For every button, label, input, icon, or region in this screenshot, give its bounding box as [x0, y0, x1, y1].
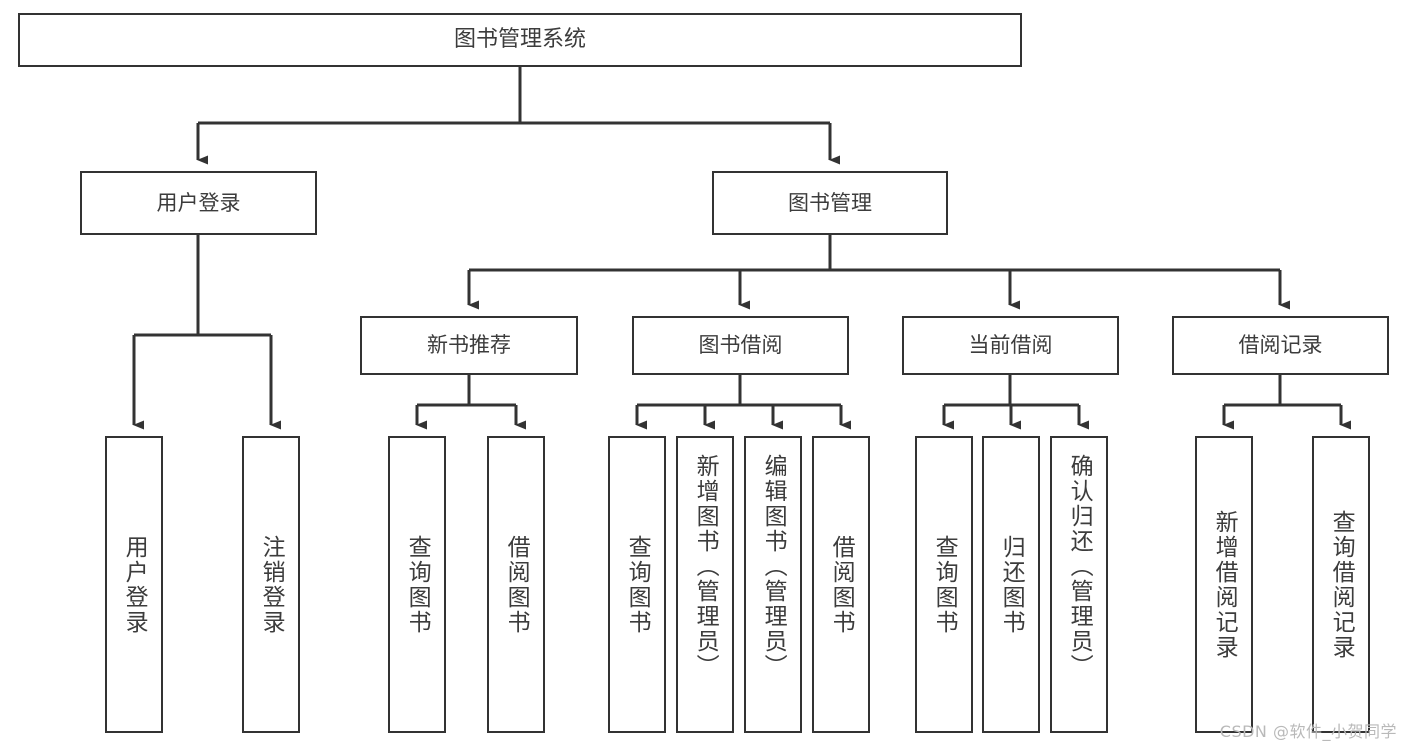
node-new-book-rec[interactable]: 新书推荐: [360, 316, 578, 375]
node-user-login-label: 用户登录: [156, 190, 241, 215]
node-leaf-logout-label: 注销登录: [258, 534, 285, 635]
node-book-manage-label: 图书管理: [788, 190, 872, 215]
node-leaf-edit-book-label: 编辑图书（管理员）: [760, 454, 787, 679]
node-leaf-query-book-3[interactable]: 查询图书: [915, 436, 973, 733]
node-leaf-borrow-book-1-label: 借阅图书: [503, 534, 530, 635]
node-leaf-query-book-1-label: 查询图书: [404, 534, 431, 635]
node-new-book-rec-label: 新书推荐: [427, 333, 511, 358]
node-leaf-borrow-book-2[interactable]: 借阅图书: [812, 436, 870, 733]
node-borrow-record-label: 借阅记录: [1238, 333, 1323, 358]
node-leaf-return-book-label: 归还图书: [998, 534, 1025, 635]
node-leaf-confirm-return-label: 确认归还（管理员）: [1066, 454, 1093, 679]
node-book-borrow[interactable]: 图书借阅: [632, 316, 849, 375]
node-leaf-return-book[interactable]: 归还图书: [982, 436, 1040, 733]
node-book-borrow-label: 图书借阅: [698, 333, 783, 358]
node-current-borrow-label: 当前借阅: [968, 333, 1053, 358]
node-leaf-user-login[interactable]: 用户登录: [105, 436, 163, 733]
node-leaf-query-book-1[interactable]: 查询图书: [388, 436, 446, 733]
node-leaf-add-book-label: 新增图书（管理员）: [692, 454, 719, 679]
node-user-login[interactable]: 用户登录: [80, 171, 317, 235]
csdn-watermark: CSDN @软件_小贺同学: [1219, 722, 1397, 741]
node-book-manage[interactable]: 图书管理: [712, 171, 948, 235]
node-root[interactable]: 图书管理系统: [18, 13, 1022, 67]
node-leaf-add-record[interactable]: 新增借阅记录: [1195, 436, 1253, 733]
node-leaf-query-book-2[interactable]: 查询图书: [608, 436, 666, 733]
node-leaf-borrow-book-2-label: 借阅图书: [828, 534, 855, 635]
node-leaf-query-record[interactable]: 查询借阅记录: [1312, 436, 1370, 733]
node-leaf-user-login-label: 用户登录: [121, 534, 148, 635]
node-borrow-record[interactable]: 借阅记录: [1172, 316, 1389, 375]
node-leaf-query-record-label: 查询借阅记录: [1328, 509, 1355, 660]
node-leaf-query-book-3-label: 查询图书: [931, 534, 958, 635]
node-leaf-edit-book[interactable]: 编辑图书（管理员）: [744, 436, 802, 733]
node-leaf-add-book[interactable]: 新增图书（管理员）: [676, 436, 734, 733]
node-current-borrow[interactable]: 当前借阅: [902, 316, 1119, 375]
node-leaf-confirm-return[interactable]: 确认归还（管理员）: [1050, 436, 1108, 733]
node-root-label: 图书管理系统: [453, 27, 586, 53]
node-leaf-add-record-label: 新增借阅记录: [1211, 509, 1238, 660]
node-leaf-borrow-book-1[interactable]: 借阅图书: [487, 436, 545, 733]
node-leaf-query-book-2-label: 查询图书: [624, 534, 651, 635]
node-leaf-logout[interactable]: 注销登录: [242, 436, 300, 733]
